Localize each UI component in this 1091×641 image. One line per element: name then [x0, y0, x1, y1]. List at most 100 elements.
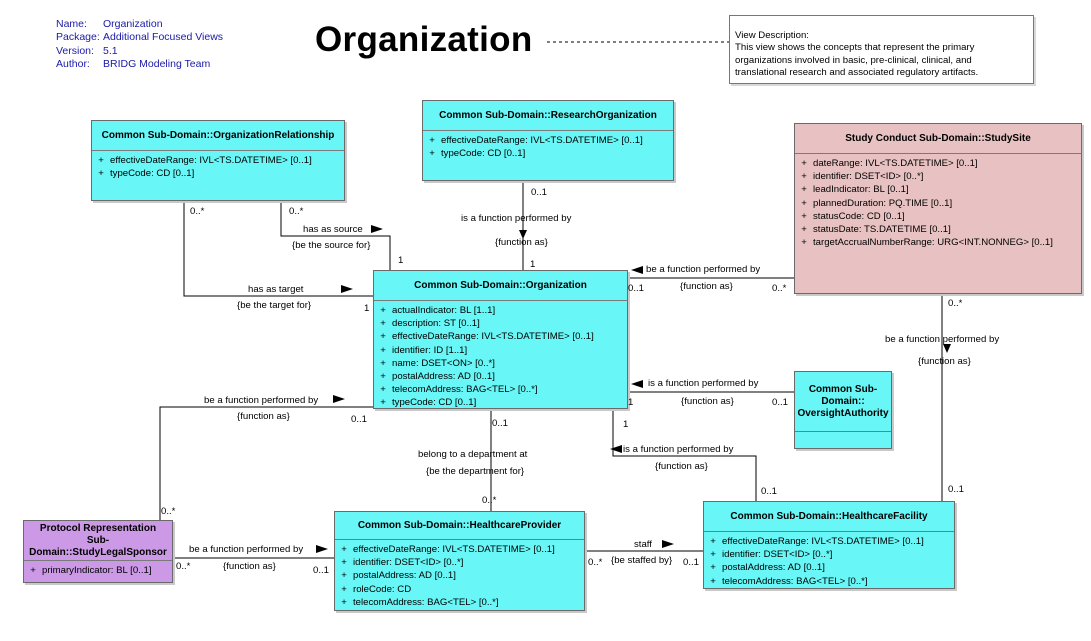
- staff-arrow: [662, 540, 674, 548]
- attribute-list: +primaryIndicator: BL [0..1]: [24, 561, 172, 577]
- meta-name-key: Name:: [56, 18, 87, 30]
- attribute: +roleCode: CD: [341, 583, 412, 595]
- role-label: {be the department for}: [426, 466, 525, 477]
- attribute: +effectiveDateRange: IVL<TS.DATETIME> [0…: [380, 331, 594, 343]
- class-healthcare-provider[interactable]: Common Sub-Domain::HealthcareProvider +e…: [334, 511, 585, 611]
- multiplicity-label: 0..1: [628, 283, 645, 294]
- oa-arrow: [631, 380, 643, 388]
- role-label: {function as}: [681, 396, 734, 407]
- attribute: +effectiveDateRange: IVL<TS.DATETIME> [0…: [98, 155, 312, 166]
- attribute: +telecomAddress: BAG<TEL> [0..*]: [380, 384, 538, 396]
- meta-package-value: Additional Focused Views: [103, 31, 224, 44]
- multiplicity-label: 0..1: [761, 486, 778, 497]
- role-label: {function as}: [495, 237, 548, 248]
- attribute: +telecomAddress: BAG<TEL> [0..*]: [341, 596, 499, 608]
- multiplicity-label: 0..1: [313, 565, 330, 576]
- class-organization-relationship[interactable]: Common Sub-Domain::OrganizationRelations…: [91, 120, 345, 201]
- class-research-organization[interactable]: Common Sub-Domain::ResearchOrganization …: [422, 100, 674, 181]
- class-name: Common Sub-Domain::ResearchOrganization: [423, 101, 673, 131]
- multiplicity-label: 0..*: [190, 206, 205, 217]
- class-name: Study Conduct Sub-Domain::StudySite: [795, 124, 1081, 154]
- attribute: +identifier: DSET<ID> [0..*]: [710, 549, 833, 561]
- attribute: +effectiveDateRange: IVL<TS.DATETIME> [0…: [429, 135, 643, 146]
- class-name: Common Sub-Domain::Organization: [374, 271, 627, 301]
- role-label: be a function performed by: [885, 334, 1000, 345]
- class-healthcare-facility[interactable]: Common Sub-Domain::HealthcareFacility +e…: [703, 501, 955, 589]
- attribute: +targetAccrualNumberRange: URG<INT.NONNE…: [801, 237, 1053, 249]
- multiplicity-label: 0..*: [588, 557, 603, 568]
- class-name: Common Sub-Domain::HealthcareProvider: [335, 512, 584, 540]
- attribute: +dateRange: IVL<TS.DATETIME> [0..1]: [801, 158, 978, 169]
- multiplicity-label: 0..1: [351, 414, 368, 425]
- attribute: +typeCode: CD [0..1]: [380, 397, 477, 409]
- attribute: +postalAddress: AD [0..1]: [710, 562, 825, 574]
- class-name: Common Sub-Domain::OrganizationRelations…: [92, 121, 344, 151]
- multiplicity-label: 0..*: [948, 298, 963, 309]
- attribute: +statusCode: CD [0..1]: [801, 210, 905, 222]
- multiplicity-label: 1: [530, 259, 536, 270]
- class-name: Common Sub- Domain:: OversightAuthority: [795, 372, 891, 432]
- attribute-list: +effectiveDateRange: IVL<TS.DATETIME> [0…: [335, 540, 584, 609]
- class-study-site[interactable]: Study Conduct Sub-Domain::StudySite +dat…: [794, 123, 1082, 294]
- target-association: [183, 201, 373, 297]
- role-label: is a function performed by: [648, 378, 759, 389]
- target-arrow: [341, 285, 353, 293]
- role-label: belong to a department at: [418, 449, 528, 460]
- attribute-list: +effectiveDateRange: IVL<TS.DATETIME> [0…: [92, 151, 344, 180]
- meta-version-value: 5.1: [103, 44, 118, 57]
- attribute-list: +effectiveDateRange: IVL<TS.DATETIME> [0…: [704, 532, 954, 588]
- multiplicity-label: 0..*: [289, 206, 304, 217]
- role-label: {be staffed by}: [611, 555, 673, 566]
- role-label: {function as}: [680, 281, 733, 292]
- class-name: Protocol Representation Sub- Domain::Stu…: [24, 521, 172, 561]
- role-label: be a function performed by: [646, 264, 761, 275]
- attribute: +postalAddress: AD [0..1]: [380, 371, 495, 383]
- multiplicity-label: 0..*: [772, 283, 787, 294]
- class-study-legal-sponsor[interactable]: Protocol Representation Sub- Domain::Stu…: [23, 520, 173, 583]
- facility-org-association: [612, 409, 757, 501]
- attribute: +statusDate: TS.DATETIME [0..1]: [801, 224, 951, 236]
- attribute: +effectiveDateRange: IVL<TS.DATETIME> [0…: [710, 536, 924, 547]
- multiplicity-label: 1: [628, 397, 634, 408]
- note-line: This view shows the concepts that repres…: [735, 42, 975, 54]
- class-organization[interactable]: Common Sub-Domain::Organization +actualI…: [373, 270, 628, 409]
- role-label: {be the source for}: [292, 240, 371, 251]
- attribute: +identifier: DSET<ID> [0..*]: [801, 171, 924, 183]
- sponsor-org-association: [159, 406, 373, 520]
- attribute: +typeCode: CD [0..1]: [429, 148, 526, 160]
- meta-package-key: Package:: [56, 31, 100, 44]
- attribute: +leadIndicator: BL [0..1]: [801, 184, 909, 196]
- hf-arrow: [610, 445, 622, 453]
- class-oversight-authority[interactable]: Common Sub- Domain:: OversightAuthority: [794, 371, 892, 449]
- attribute: +effectiveDateRange: IVL<TS.DATETIME> [0…: [341, 544, 555, 555]
- role-label: staff: [634, 539, 652, 550]
- role-label: {function as}: [918, 356, 971, 367]
- multiplicity-label: 0..*: [482, 495, 497, 506]
- diagram-title: Organization: [315, 20, 533, 59]
- lsp-hp-arrow: [316, 545, 328, 553]
- multiplicity-label: 0..*: [161, 506, 176, 517]
- multiplicity-label: 0..1: [948, 484, 965, 495]
- attribute-list: +actualIndicator: BL [1..1] +description…: [374, 301, 627, 410]
- meta-name-value: Organization: [103, 18, 163, 30]
- source-arrow: [371, 225, 383, 233]
- attribute: +telecomAddress: BAG<TEL> [0..*]: [710, 575, 868, 587]
- note-line: organizations involved in basic, pre-cli…: [735, 54, 972, 66]
- attribute: +identifier: DSET<ID> [0..*]: [341, 557, 464, 569]
- ss-arrow: [631, 266, 643, 274]
- multiplicity-label: 1: [364, 303, 370, 314]
- attribute: +description: ST [0..1]: [380, 318, 480, 330]
- role-label: {be the target for}: [237, 300, 312, 311]
- role-label: has as source: [303, 224, 363, 235]
- role-label: be a function performed by: [204, 395, 319, 406]
- ro-arrow: [519, 230, 527, 239]
- role-label: {function as}: [223, 561, 276, 572]
- note-line: View Description:: [735, 30, 809, 41]
- class-name: Common Sub-Domain::HealthcareFacility: [704, 502, 954, 532]
- attribute: +postalAddress: AD [0..1]: [341, 570, 456, 582]
- multiplicity-label: 0..1: [531, 187, 548, 198]
- view-description-note[interactable]: View Description: This view shows the co…: [729, 15, 1034, 84]
- attribute-list: +dateRange: IVL<TS.DATETIME> [0..1] +ide…: [795, 154, 1081, 249]
